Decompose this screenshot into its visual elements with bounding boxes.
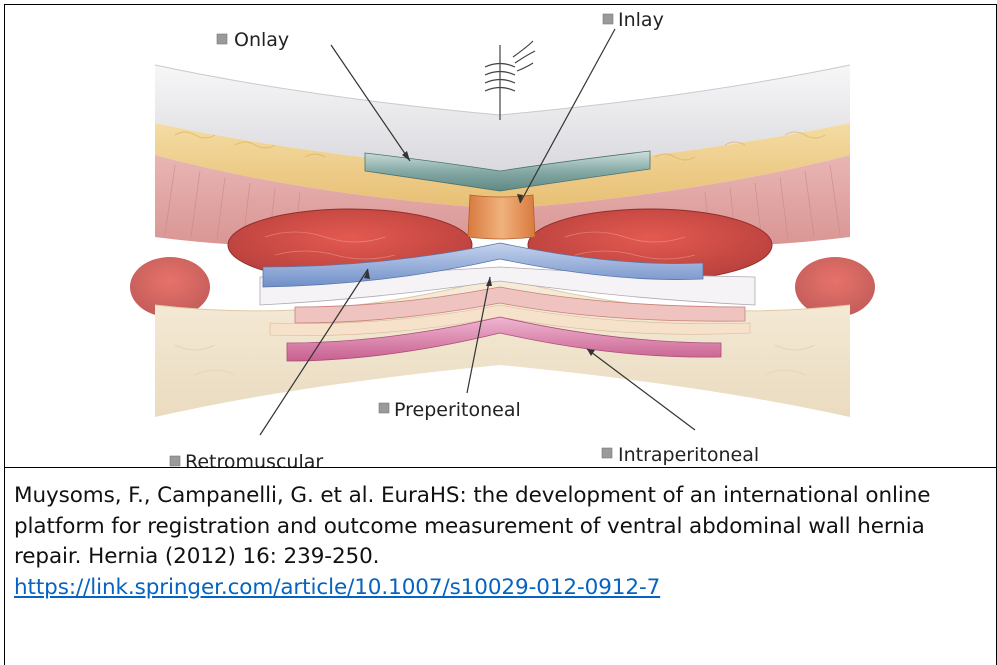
suture-icon [485,41,535,120]
label-inlay-text: Inlay [618,9,664,31]
table-divider [4,467,996,468]
label-preperitoneal-text: Preperitoneal [394,399,521,421]
label-marker-icon [603,14,613,24]
label-retromuscular: Retromuscular [170,451,323,467]
label-inlay: Inlay [603,9,664,31]
label-marker-icon [602,448,612,458]
citation-caption: Muysoms, F., Campanelli, G. et al. EuraH… [14,481,989,603]
label-marker-icon [217,34,227,44]
hernia-repair-diagram: Onlay Inlay Preperitoneal Retromuscular … [5,5,995,467]
label-intraperitoneal: Intraperitoneal [602,444,759,466]
citation-link[interactable]: https://link.springer.com/article/10.100… [14,575,660,600]
citation-text: Muysoms, F., Campanelli, G. et al. EuraH… [14,483,930,569]
label-intraperitoneal-text: Intraperitoneal [618,444,759,466]
label-marker-icon [170,456,180,466]
label-preperitoneal: Preperitoneal [379,399,521,421]
label-onlay: Onlay [217,29,289,51]
inlay-mesh [468,195,535,239]
label-marker-icon [379,403,389,413]
label-onlay-text: Onlay [234,29,289,51]
label-retromuscular-text: Retromuscular [185,451,323,467]
